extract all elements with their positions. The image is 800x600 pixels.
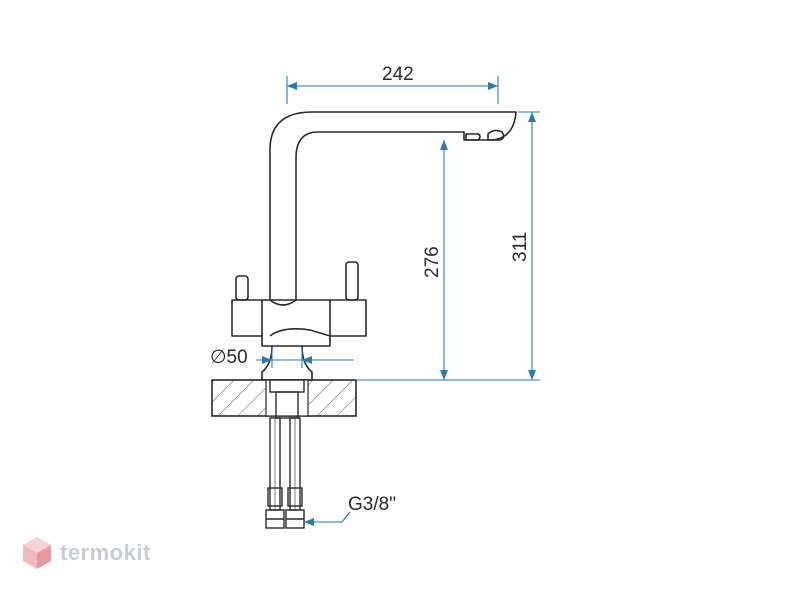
mixer-body (231, 299, 367, 347)
thread-size-label: G3/8" (348, 494, 396, 515)
watermark: termokit (22, 536, 151, 570)
left-handle (235, 275, 249, 301)
countertop-section (211, 379, 357, 417)
dimension-height-label: 276 (422, 246, 443, 278)
dimension-arrows (262, 82, 536, 526)
faucet-outline (231, 111, 517, 381)
aerator (487, 129, 505, 141)
base-neck (261, 345, 313, 381)
supply-hoses (265, 379, 305, 529)
spout (269, 111, 517, 300)
dimension-total-height-label: 311 (510, 232, 531, 262)
hexagon-logo-icon (23, 537, 51, 569)
dimension-reach-label: 242 (382, 64, 414, 85)
watermark-text: termokit (60, 540, 151, 565)
dimension-diameter-label: ∅50 (210, 347, 248, 368)
right-handle (345, 261, 359, 301)
